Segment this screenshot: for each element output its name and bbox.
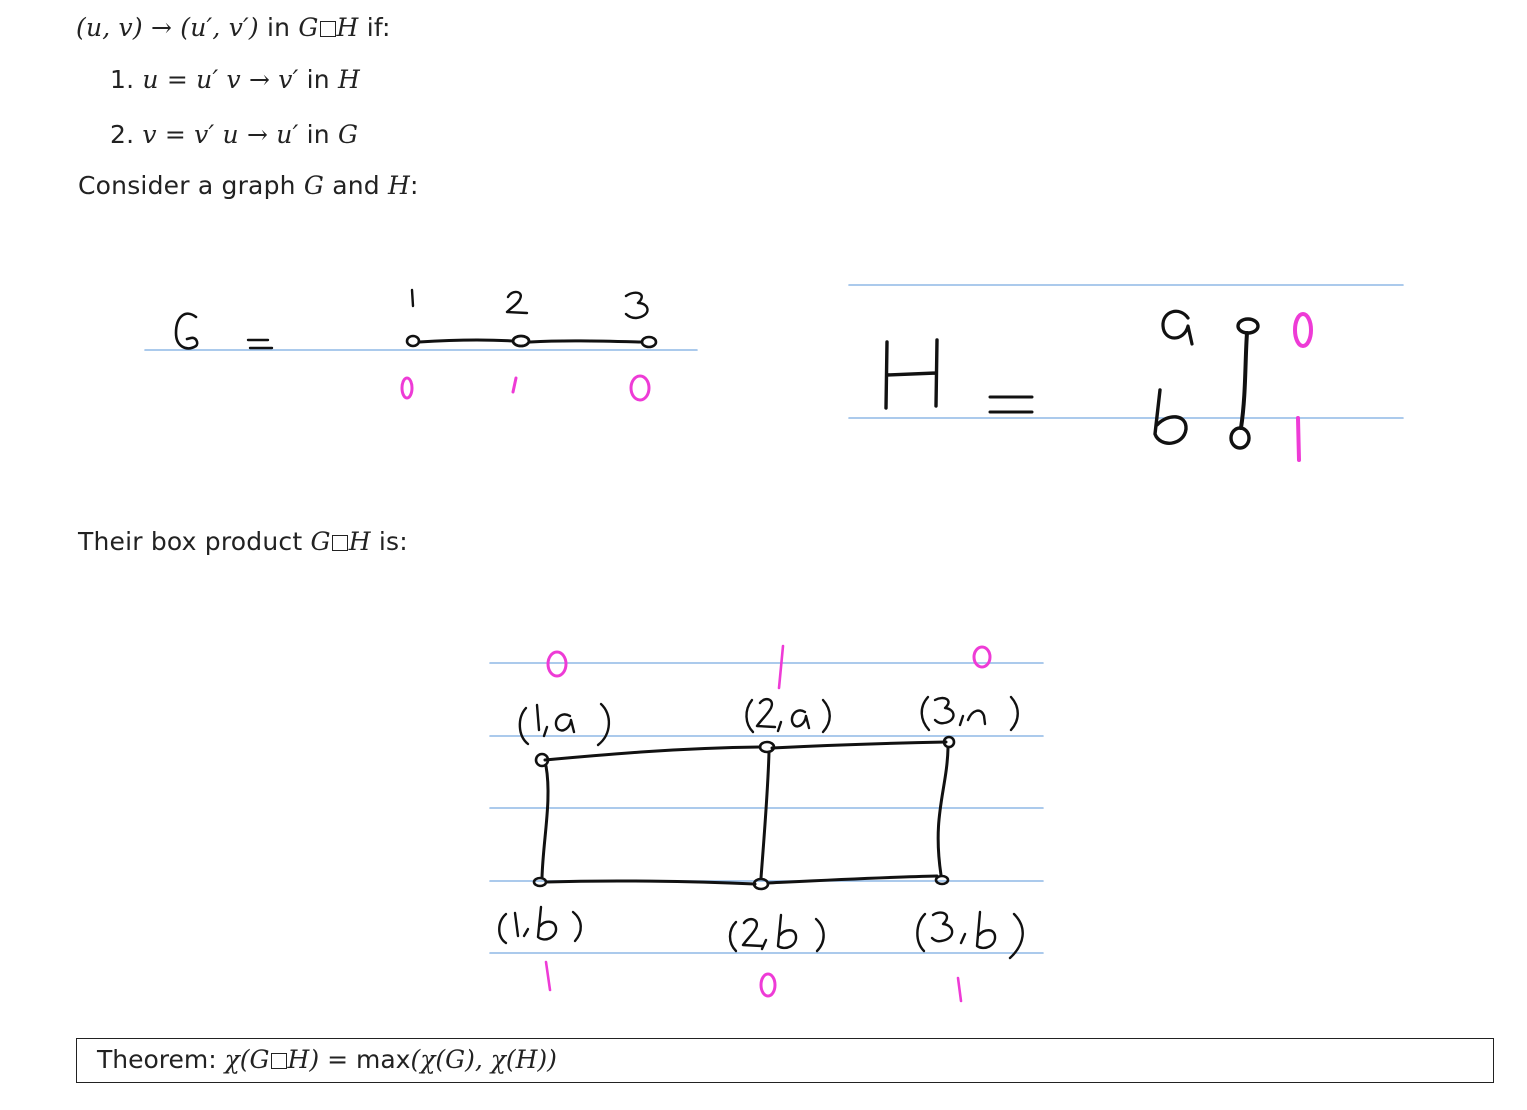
chi-lhs: χ( — [224, 1045, 250, 1074]
vertex-1a — [534, 752, 550, 768]
color-label-0 — [546, 650, 568, 678]
condition-graph: G — [337, 120, 359, 149]
graph-h-sketch — [848, 284, 1404, 462]
vertex-a — [1236, 317, 1260, 335]
color-label-1 — [544, 960, 552, 992]
edge-1a-1b — [540, 764, 550, 880]
box-product-symbol — [319, 21, 336, 37]
graph-h-symbol: H — [387, 171, 410, 200]
vertex-label-b — [1153, 388, 1188, 445]
vertex-3a — [942, 735, 956, 749]
graph-g-symbol: G — [310, 527, 331, 556]
in-word: in — [306, 120, 330, 149]
vertex-label-1b — [498, 905, 582, 945]
color-label-1 — [956, 976, 963, 1003]
handwritten-g-letter — [174, 312, 199, 350]
color-label-0 — [629, 374, 651, 402]
condition-equality: v = v′ — [142, 120, 215, 149]
theorem-label: Theorem: — [97, 1045, 217, 1074]
color-label-0 — [400, 376, 414, 400]
in-word: in — [306, 65, 330, 94]
product-sketch — [489, 644, 1044, 1003]
vertex-label-3b — [916, 910, 1024, 960]
color-label-1 — [511, 376, 518, 394]
max-function: max — [355, 1045, 411, 1074]
edge-1b-2b — [544, 879, 757, 886]
if-word: if: — [366, 13, 391, 42]
vertex-b — [1229, 426, 1251, 450]
vertex-label-3 — [624, 291, 649, 320]
graph-g-sketch — [144, 288, 698, 402]
product-intro-suffix: is: — [378, 527, 408, 556]
and-word: and — [332, 171, 380, 200]
vertex-2a — [758, 740, 776, 754]
consider-prefix: Consider a graph — [78, 171, 296, 200]
box-product-symbol — [270, 1053, 287, 1069]
consider-line: Consider a graph G and H: — [78, 171, 419, 200]
condition-relation: u → u′ — [222, 120, 299, 149]
vertex-1 — [405, 334, 421, 348]
color-label-1 — [777, 644, 785, 690]
graph-h-symbol: H — [336, 13, 359, 42]
condition-2: 2. v = v′ u → u′ in G — [110, 120, 358, 149]
handwritten-h-letter — [884, 338, 939, 410]
equals-sign: = — [327, 1045, 349, 1074]
condition-equality: u = u′ — [142, 65, 219, 94]
max-arguments: (χ(G), χ(H)) — [410, 1045, 557, 1074]
graph-h-symbol: H — [348, 527, 371, 556]
vertex-label-3a — [920, 695, 1019, 732]
color-label-1 — [1296, 416, 1301, 462]
condition-graph: H — [337, 65, 360, 94]
color-label-0 — [759, 972, 777, 998]
edge-2b-3b — [766, 874, 939, 885]
edge-3a-3b — [936, 746, 950, 877]
graph-g-symbol: G — [249, 1045, 270, 1074]
product-intro-prefix: Their box product — [78, 527, 303, 556]
vertex-3 — [640, 335, 658, 349]
vertex-label-a — [1161, 309, 1194, 346]
chi-lhs-close: ) — [309, 1045, 320, 1074]
color-label-0 — [972, 645, 992, 669]
vertex-label-2 — [505, 290, 529, 315]
color-label-0 — [1293, 312, 1313, 348]
vertex-2b — [752, 877, 770, 891]
graph-h-symbol: H — [287, 1045, 310, 1074]
edge-1-2 — [417, 338, 515, 344]
edge-2-3 — [528, 339, 643, 344]
vertex-1b — [532, 876, 548, 888]
vertex-2 — [511, 334, 531, 348]
vertex-label-2a — [745, 697, 831, 734]
edge-2a-3a — [770, 740, 948, 750]
condition-relation: v → v′ — [226, 65, 299, 94]
vertex-label-1 — [410, 288, 415, 308]
condition-number: 1. — [110, 65, 135, 94]
vertex-label-2b — [728, 913, 825, 953]
in-word: in — [267, 13, 291, 42]
graph-g-symbol: G — [303, 171, 325, 200]
edge-2a-2b — [759, 750, 771, 880]
vertex-3b — [934, 874, 950, 886]
edge-a-b — [1239, 331, 1249, 430]
box-product-symbol — [331, 535, 348, 551]
condition-number: 2. — [110, 120, 135, 149]
edge-rule: (u, v) → (u′, v′) — [76, 13, 259, 42]
vertex-label-1a — [518, 702, 611, 747]
edge-1a-2a — [543, 745, 762, 762]
condition-1: 1. u = u′ v → v′ in H — [110, 65, 360, 94]
colon: : — [410, 171, 419, 200]
graph-g-symbol: G — [298, 13, 319, 42]
